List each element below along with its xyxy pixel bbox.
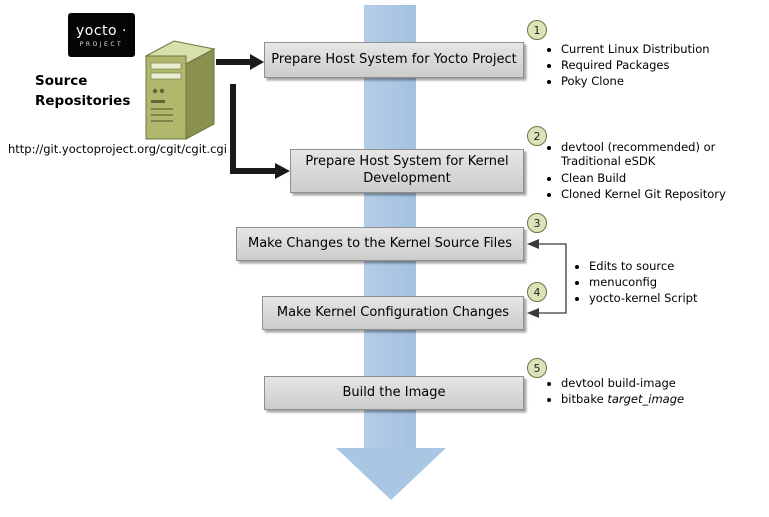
step5-number-badge: 5 (527, 358, 547, 378)
workflow-arrow-shaft (364, 5, 416, 448)
bullet-item: Required Packages (561, 58, 710, 73)
step1-number-badge: 1 (527, 20, 547, 40)
steps34-bracket (538, 243, 567, 314)
bullet-italic-text: target_image (607, 391, 685, 406)
bullet-text: bitbake (561, 391, 608, 406)
source-repositories-url: http://git.yoctoproject.org/cgit/cgit.cg… (8, 142, 227, 156)
bullet-item: devtool build-image (561, 376, 684, 391)
bullet-item: bitbake target_image (561, 392, 684, 407)
workflow-arrow-head (336, 448, 446, 500)
bullet-item: Current Linux Distribution (561, 42, 710, 57)
bullet-item: yocto-kernel Script (589, 291, 698, 306)
bracket-arrow-step3-head (527, 239, 539, 249)
source-repositories-label: Source Repositories (35, 73, 131, 109)
step2-bullet-list: devtool (recommended) or Traditional eSD… (546, 138, 739, 204)
step2-box: Prepare Host System for Kernel Developme… (290, 149, 524, 193)
bullet-item: Clean Build (561, 171, 739, 186)
step4-box: Make Kernel Configuration Changes (262, 296, 524, 330)
step1-box: Prepare Host System for Yocto Project (264, 42, 524, 78)
yocto-logo-title: yocto · (75, 22, 127, 39)
flow-arrow-to-step1-head (250, 54, 264, 70)
step4-number-badge: 4 (527, 282, 547, 302)
step3-box: Make Changes to the Kernel Source Files (236, 227, 524, 261)
yocto-logo-subtitle: PROJECT (79, 40, 124, 48)
step5-box: Build the Image (264, 376, 524, 410)
bullet-item: Cloned Kernel Git Repository (561, 187, 739, 202)
flow-arrow-to-step2-head (275, 163, 290, 179)
steps34-shared-bullet-list: Edits to source menuconfig yocto-kernel … (574, 257, 698, 308)
bullet-item: devtool (recommended) or Traditional eSD… (561, 140, 739, 170)
flow-arrow-to-step2 (230, 84, 276, 174)
yocto-logo: yocto · PROJECT (68, 13, 135, 57)
bullet-item: Poky Clone (561, 74, 710, 89)
step2-number-badge: 2 (527, 126, 547, 146)
step3-number-badge: 3 (527, 213, 547, 233)
bracket-arrow-step4-head (527, 308, 539, 318)
step1-bullet-list: Current Linux Distribution Required Pack… (546, 40, 710, 91)
bullet-item: menuconfig (589, 275, 698, 290)
server-icon (136, 36, 220, 146)
step5-bullet-list: devtool build-image bitbake target_image (546, 374, 684, 408)
bullet-item: Edits to source (589, 259, 698, 274)
